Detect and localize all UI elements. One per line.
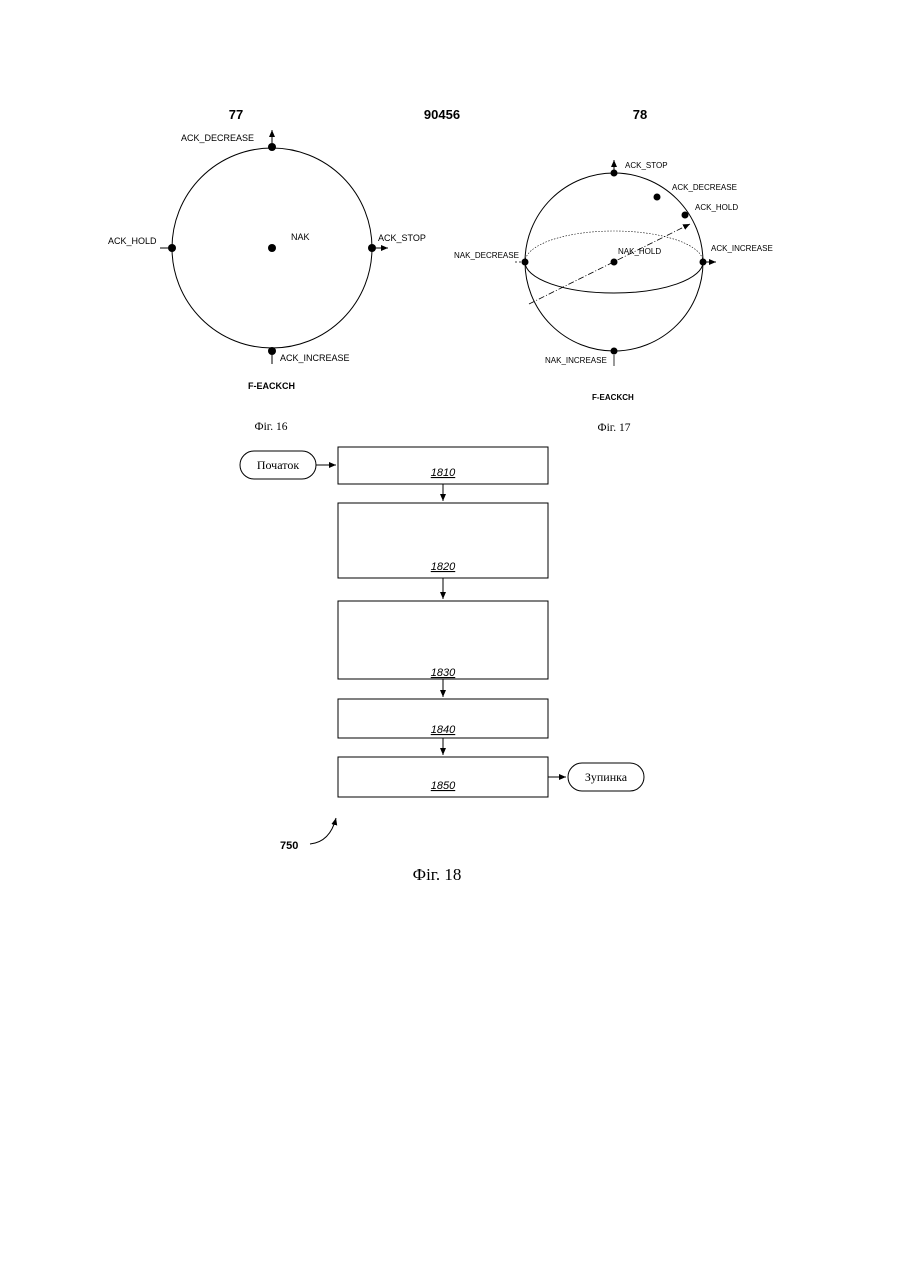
- label-nak: NAK: [291, 232, 310, 242]
- figure-17-caption: Фіг. 17: [598, 422, 631, 434]
- document-number: 90456: [424, 107, 460, 122]
- point-ack-decrease: [654, 194, 661, 201]
- right-page-number: 78: [633, 107, 647, 122]
- label-channel: F-EACKCH: [592, 393, 634, 402]
- figure-16-caption: Фіг. 16: [255, 421, 288, 433]
- figure-16: ACK_DECREASE ACK_HOLD NAK ACK_STOP ACK_I…: [108, 130, 426, 433]
- point-ack-increase: [700, 259, 707, 266]
- reference-numeral: 750: [280, 840, 298, 852]
- label-ack-increase: ACK_INCREASE: [711, 244, 773, 253]
- label-nak-decrease: NAK_DECREASE: [454, 251, 519, 260]
- point-ack-hold: [682, 212, 689, 219]
- figure-18: Початок 1810 1820 1830 1840 1850 Зупинка…: [240, 447, 644, 884]
- label-ack-decrease: ACK_DECREASE: [672, 183, 737, 192]
- equator-back: [525, 231, 703, 262]
- point-ack-increase: [268, 347, 276, 355]
- axis-depth-line: [529, 224, 690, 304]
- point-nak-increase: [611, 348, 618, 355]
- start-label: Початок: [257, 458, 299, 472]
- label-ack-increase: ACK_INCREASE: [280, 353, 350, 363]
- label-ack-decrease: ACK_DECREASE: [181, 133, 254, 143]
- point-ack-decrease: [268, 143, 276, 151]
- step-number-1840: 1840: [431, 724, 456, 736]
- stop-label: Зупинка: [585, 770, 628, 784]
- label-ack-stop: ACK_STOP: [378, 233, 426, 243]
- equator-front: [525, 262, 703, 293]
- left-page-number: 77: [229, 107, 243, 122]
- page-header: 77 90456 78: [229, 107, 647, 122]
- label-ack-hold: ACK_HOLD: [695, 203, 738, 212]
- step-number-1830: 1830: [431, 667, 456, 679]
- step-number-1850: 1850: [431, 780, 456, 792]
- point-ack-hold: [168, 244, 176, 252]
- step-number-1820: 1820: [431, 561, 456, 573]
- label-nak-hold: NAK_HOLD: [618, 247, 661, 256]
- reference-arrow: [310, 818, 336, 844]
- label-ack-hold: ACK_HOLD: [108, 236, 157, 246]
- label-ack-stop: ACK_STOP: [625, 161, 668, 170]
- label-nak-increase: NAK_INCREASE: [545, 356, 607, 365]
- point-nak: [268, 244, 276, 252]
- step-number-1810: 1810: [431, 467, 456, 479]
- point-ack-stop: [611, 170, 618, 177]
- point-nak-hold: [611, 259, 618, 266]
- figure-18-caption: Фіг. 18: [413, 865, 462, 884]
- point-nak-decrease: [522, 259, 529, 266]
- point-ack-stop: [368, 244, 376, 252]
- label-channel: F-EACKCH: [248, 381, 295, 391]
- figure-17: ACK_STOP ACK_DECREASE ACK_HOLD NAK_DECRE…: [454, 160, 773, 434]
